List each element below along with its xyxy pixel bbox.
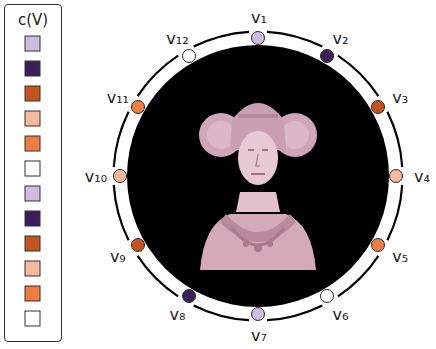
vertex-label: v₄ <box>414 168 430 186</box>
vertex-dot: v₁₂ <box>182 49 196 63</box>
ring-arc <box>194 32 249 47</box>
vertex-label: v₃ <box>392 89 408 107</box>
vertex-label: v₁ <box>251 9 267 27</box>
ring-arc <box>338 256 378 296</box>
ring-arc <box>267 32 322 47</box>
ring-arc <box>114 185 129 240</box>
vertex-label: v₆ <box>333 306 349 324</box>
vertex-dot: v₅ <box>371 238 385 252</box>
black-disk <box>127 45 389 307</box>
color-column-box: c(V) <box>4 4 62 342</box>
vertex-dot: v₈ <box>182 289 196 303</box>
vertex-dot: v₇ <box>251 307 265 321</box>
vertex-label: v₈ <box>170 306 186 324</box>
column-title: c(V) <box>5 11 61 29</box>
ring-arc <box>114 112 129 167</box>
vertex-dot: v₁ <box>251 31 265 45</box>
ring-arc <box>338 56 379 96</box>
vertex-dot: v₁₀ <box>113 169 127 183</box>
ring-arc <box>387 112 402 167</box>
ring-arc <box>387 185 402 240</box>
vertex-dot: v₁₁ <box>131 100 145 114</box>
ring-arc <box>138 256 178 297</box>
bust-illustration <box>199 103 317 270</box>
vertex-label: v₇ <box>251 327 267 345</box>
vertex-label: v₂ <box>333 30 349 48</box>
vertex-dot: v₉ <box>131 238 145 252</box>
vertex-label: v₁₀ <box>85 168 107 186</box>
vertex-dot: v₄ <box>389 169 403 183</box>
vertex-label: v₅ <box>392 248 408 266</box>
vertex-label: v₁₁ <box>107 89 129 107</box>
color-swatches <box>25 36 40 326</box>
vertex-dot: v₃ <box>371 100 385 114</box>
ring-arc <box>194 305 249 320</box>
vertex-label: v₁₂ <box>166 30 188 48</box>
vertex-dot: v₂ <box>320 49 334 63</box>
ring-arc <box>267 305 322 320</box>
vertex-dot: v₆ <box>320 289 334 303</box>
vertex-label: v₉ <box>110 248 126 266</box>
ring-arc <box>138 56 179 97</box>
